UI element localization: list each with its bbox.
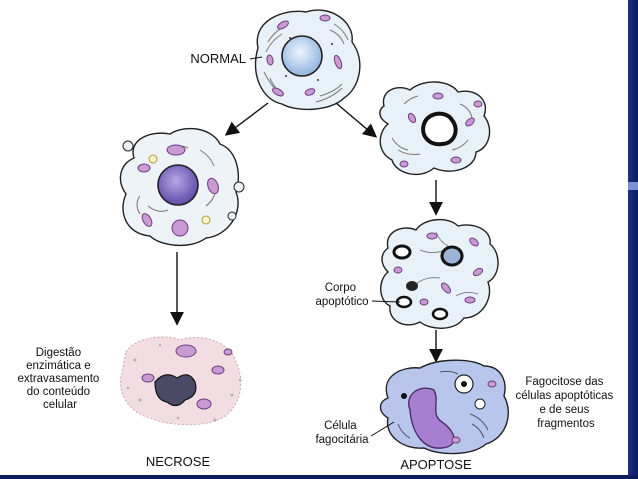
normal-nucleus [281, 35, 323, 77]
slide-bottom-bar [0, 475, 638, 479]
label-fagocitose: Fagocitose das células apoptóticas e de … [515, 376, 616, 430]
label-necrose: NECROSE [146, 454, 211, 469]
label-normal: NORMAL [190, 51, 246, 66]
slide-edge-marker [628, 182, 638, 190]
apoptotic-bodies-cluster [380, 219, 499, 329]
label-celula-fagocitaria: Célula fagocitária [315, 420, 369, 446]
phagocytic-cell [379, 359, 509, 455]
swollen-cell [119, 127, 245, 247]
arrow-to-necrosis-swelling [224, 102, 269, 136]
phagocyte-nucleus [408, 387, 455, 449]
condensed-nucleus [421, 111, 458, 147]
arrow-to-apoptosis-shrinking [335, 102, 378, 138]
necrotic-nucleus-fragments [154, 374, 197, 407]
slide-edge-bar [628, 0, 638, 479]
apoptotic-body [392, 244, 464, 321]
necrotic-cell [120, 336, 242, 426]
normal-cell [254, 9, 361, 111]
label-digestao: Digestão enzimática e extravasamento do … [17, 347, 102, 411]
label-apoptose: APOPTOSE [400, 457, 472, 472]
label-corpo-apoptotico: Corpo apoptótico [315, 282, 368, 308]
swollen-nucleus [157, 164, 199, 206]
shrunken-cell [379, 81, 491, 176]
